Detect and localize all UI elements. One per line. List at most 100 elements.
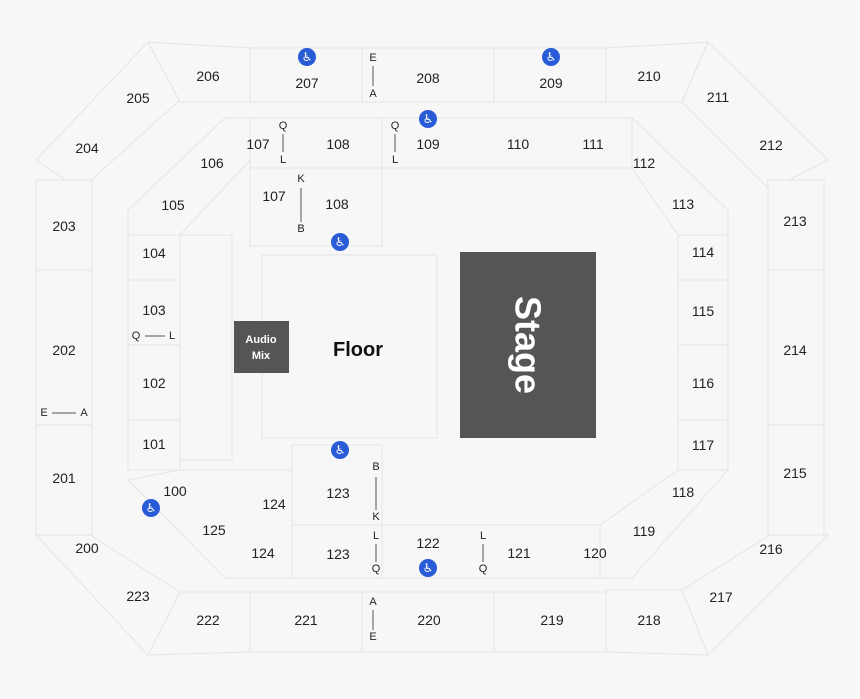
row-markers: E A Q L Q L K B Q L E A B K L Q L Q A E xyxy=(40,52,487,643)
svg-text:♿: ♿ xyxy=(423,561,434,575)
section-label[interactable]: 108 xyxy=(325,196,349,212)
section-shape-118-119[interactable] xyxy=(599,469,730,579)
section-label[interactable]: 208 xyxy=(416,70,440,86)
section-label[interactable]: 120 xyxy=(583,545,607,561)
section-shape-117[interactable] xyxy=(677,419,729,471)
section-label[interactable]: 217 xyxy=(709,589,733,605)
section-shape-201[interactable] xyxy=(35,424,93,536)
section-label[interactable]: 112 xyxy=(633,155,656,171)
section-shape-213[interactable] xyxy=(767,179,825,271)
section-shape-202[interactable] xyxy=(35,269,93,426)
row-marker: A xyxy=(369,88,377,100)
section-label[interactable]: 103 xyxy=(142,302,166,318)
section-shape-105-106[interactable] xyxy=(127,117,251,236)
section-label[interactable]: 106 xyxy=(200,155,224,171)
section-label[interactable]: 113 xyxy=(672,196,695,212)
section-shape-211[interactable] xyxy=(681,41,829,191)
section-label[interactable]: 219 xyxy=(540,612,564,628)
section-label[interactable]: 204 xyxy=(75,140,99,156)
row-marker: Q xyxy=(372,563,381,575)
section-shape-115[interactable] xyxy=(677,279,729,346)
section-label[interactable]: 216 xyxy=(759,541,783,557)
floor-area[interactable] xyxy=(261,254,438,439)
svg-text:♿: ♿ xyxy=(302,50,313,64)
section-shape-123-lower[interactable] xyxy=(291,524,383,579)
section-label[interactable]: 119 xyxy=(633,523,656,539)
section-label[interactable]: 221 xyxy=(294,612,318,628)
section-label[interactable]: 223 xyxy=(126,588,150,604)
section-label[interactable]: 207 xyxy=(295,75,319,91)
section-label[interactable]: 102 xyxy=(142,375,166,391)
section-label[interactable]: 201 xyxy=(52,470,76,486)
section-label[interactable]: 200 xyxy=(75,540,99,556)
section-label[interactable]: 108 xyxy=(326,136,350,152)
section-label[interactable]: 218 xyxy=(637,612,661,628)
section-label[interactable]: 122 xyxy=(416,535,440,551)
section-label[interactable]: 209 xyxy=(539,75,563,91)
section-label[interactable]: 117 xyxy=(692,437,715,453)
section-label[interactable]: 210 xyxy=(637,68,661,84)
row-marker: K xyxy=(297,173,305,185)
section-shape-214[interactable] xyxy=(767,269,825,426)
row-marker: L xyxy=(280,154,286,166)
section-shape-219[interactable] xyxy=(493,591,607,653)
row-marker: L xyxy=(392,154,398,166)
section-label[interactable]: 107 xyxy=(262,188,286,204)
audio-mix-box xyxy=(234,321,289,373)
section-label[interactable]: 118 xyxy=(672,484,695,500)
section-shape-101[interactable] xyxy=(127,419,181,471)
section-label[interactable]: 215 xyxy=(783,465,807,481)
section-label[interactable]: 115 xyxy=(692,303,715,319)
wheelchair-icon: ♿ xyxy=(331,233,349,251)
section-shape-203[interactable] xyxy=(35,179,93,271)
section-label[interactable]: 211 xyxy=(707,89,730,105)
section-label[interactable]: 205 xyxy=(126,90,150,106)
section-label[interactable]: 222 xyxy=(196,612,220,628)
section-label[interactable]: 206 xyxy=(196,68,220,84)
section-shape-107-108-lower[interactable] xyxy=(249,167,383,247)
upper-level-shapes xyxy=(34,41,830,656)
svg-text:♿: ♿ xyxy=(335,443,346,457)
section-shape-104[interactable] xyxy=(127,234,181,281)
section-shape-215[interactable] xyxy=(767,424,825,536)
section-shape-220[interactable] xyxy=(361,591,495,653)
section-shape-103[interactable] xyxy=(127,279,181,346)
section-label[interactable]: 109 xyxy=(416,136,440,152)
section-label[interactable]: 213 xyxy=(783,213,807,229)
section-label[interactable]: 101 xyxy=(142,436,166,452)
section-label[interactable]: 110 xyxy=(507,136,530,152)
section-label[interactable]: 125 xyxy=(202,522,226,538)
section-label[interactable]: 116 xyxy=(692,375,715,391)
wheelchair-icon: ♿ xyxy=(331,441,349,459)
section-label[interactable]: 123 xyxy=(326,546,350,562)
section-shape-107-108-upper[interactable] xyxy=(249,117,383,169)
row-marker: Q xyxy=(279,120,288,132)
section-label[interactable]: 123 xyxy=(326,485,350,501)
section-shape-221[interactable] xyxy=(249,591,363,653)
section-label[interactable]: 114 xyxy=(692,244,715,260)
section-label[interactable]: 124 xyxy=(251,545,275,561)
section-label[interactable]: 202 xyxy=(52,342,76,358)
section-label[interactable]: 107 xyxy=(246,136,270,152)
svg-text:♿: ♿ xyxy=(423,112,434,126)
section-label[interactable]: 111 xyxy=(582,136,603,152)
section-label[interactable]: 104 xyxy=(142,245,166,261)
section-label[interactable]: 105 xyxy=(161,197,185,213)
section-shape-112-113[interactable] xyxy=(631,116,729,236)
lower-level-shapes xyxy=(126,116,730,579)
section-label[interactable]: 203 xyxy=(52,218,76,234)
section-label[interactable]: 100 xyxy=(163,483,187,499)
section-shape-216[interactable] xyxy=(681,534,830,656)
section-label[interactable]: 220 xyxy=(417,612,441,628)
section-label[interactable]: 121 xyxy=(507,545,531,561)
section-shape-124-125[interactable] xyxy=(126,469,293,579)
section-label[interactable]: 124 xyxy=(262,496,286,512)
section-label[interactable]: 214 xyxy=(783,342,807,358)
section-shape-102[interactable] xyxy=(127,344,181,421)
section-shape-205[interactable] xyxy=(35,41,181,191)
section-label[interactable]: 212 xyxy=(759,137,783,153)
section-shape-120-122[interactable] xyxy=(381,524,601,579)
wheelchair-icon: ♿ xyxy=(142,499,160,517)
audio-mix-label-line1: Audio xyxy=(245,334,276,346)
row-marker: Q xyxy=(132,330,141,342)
